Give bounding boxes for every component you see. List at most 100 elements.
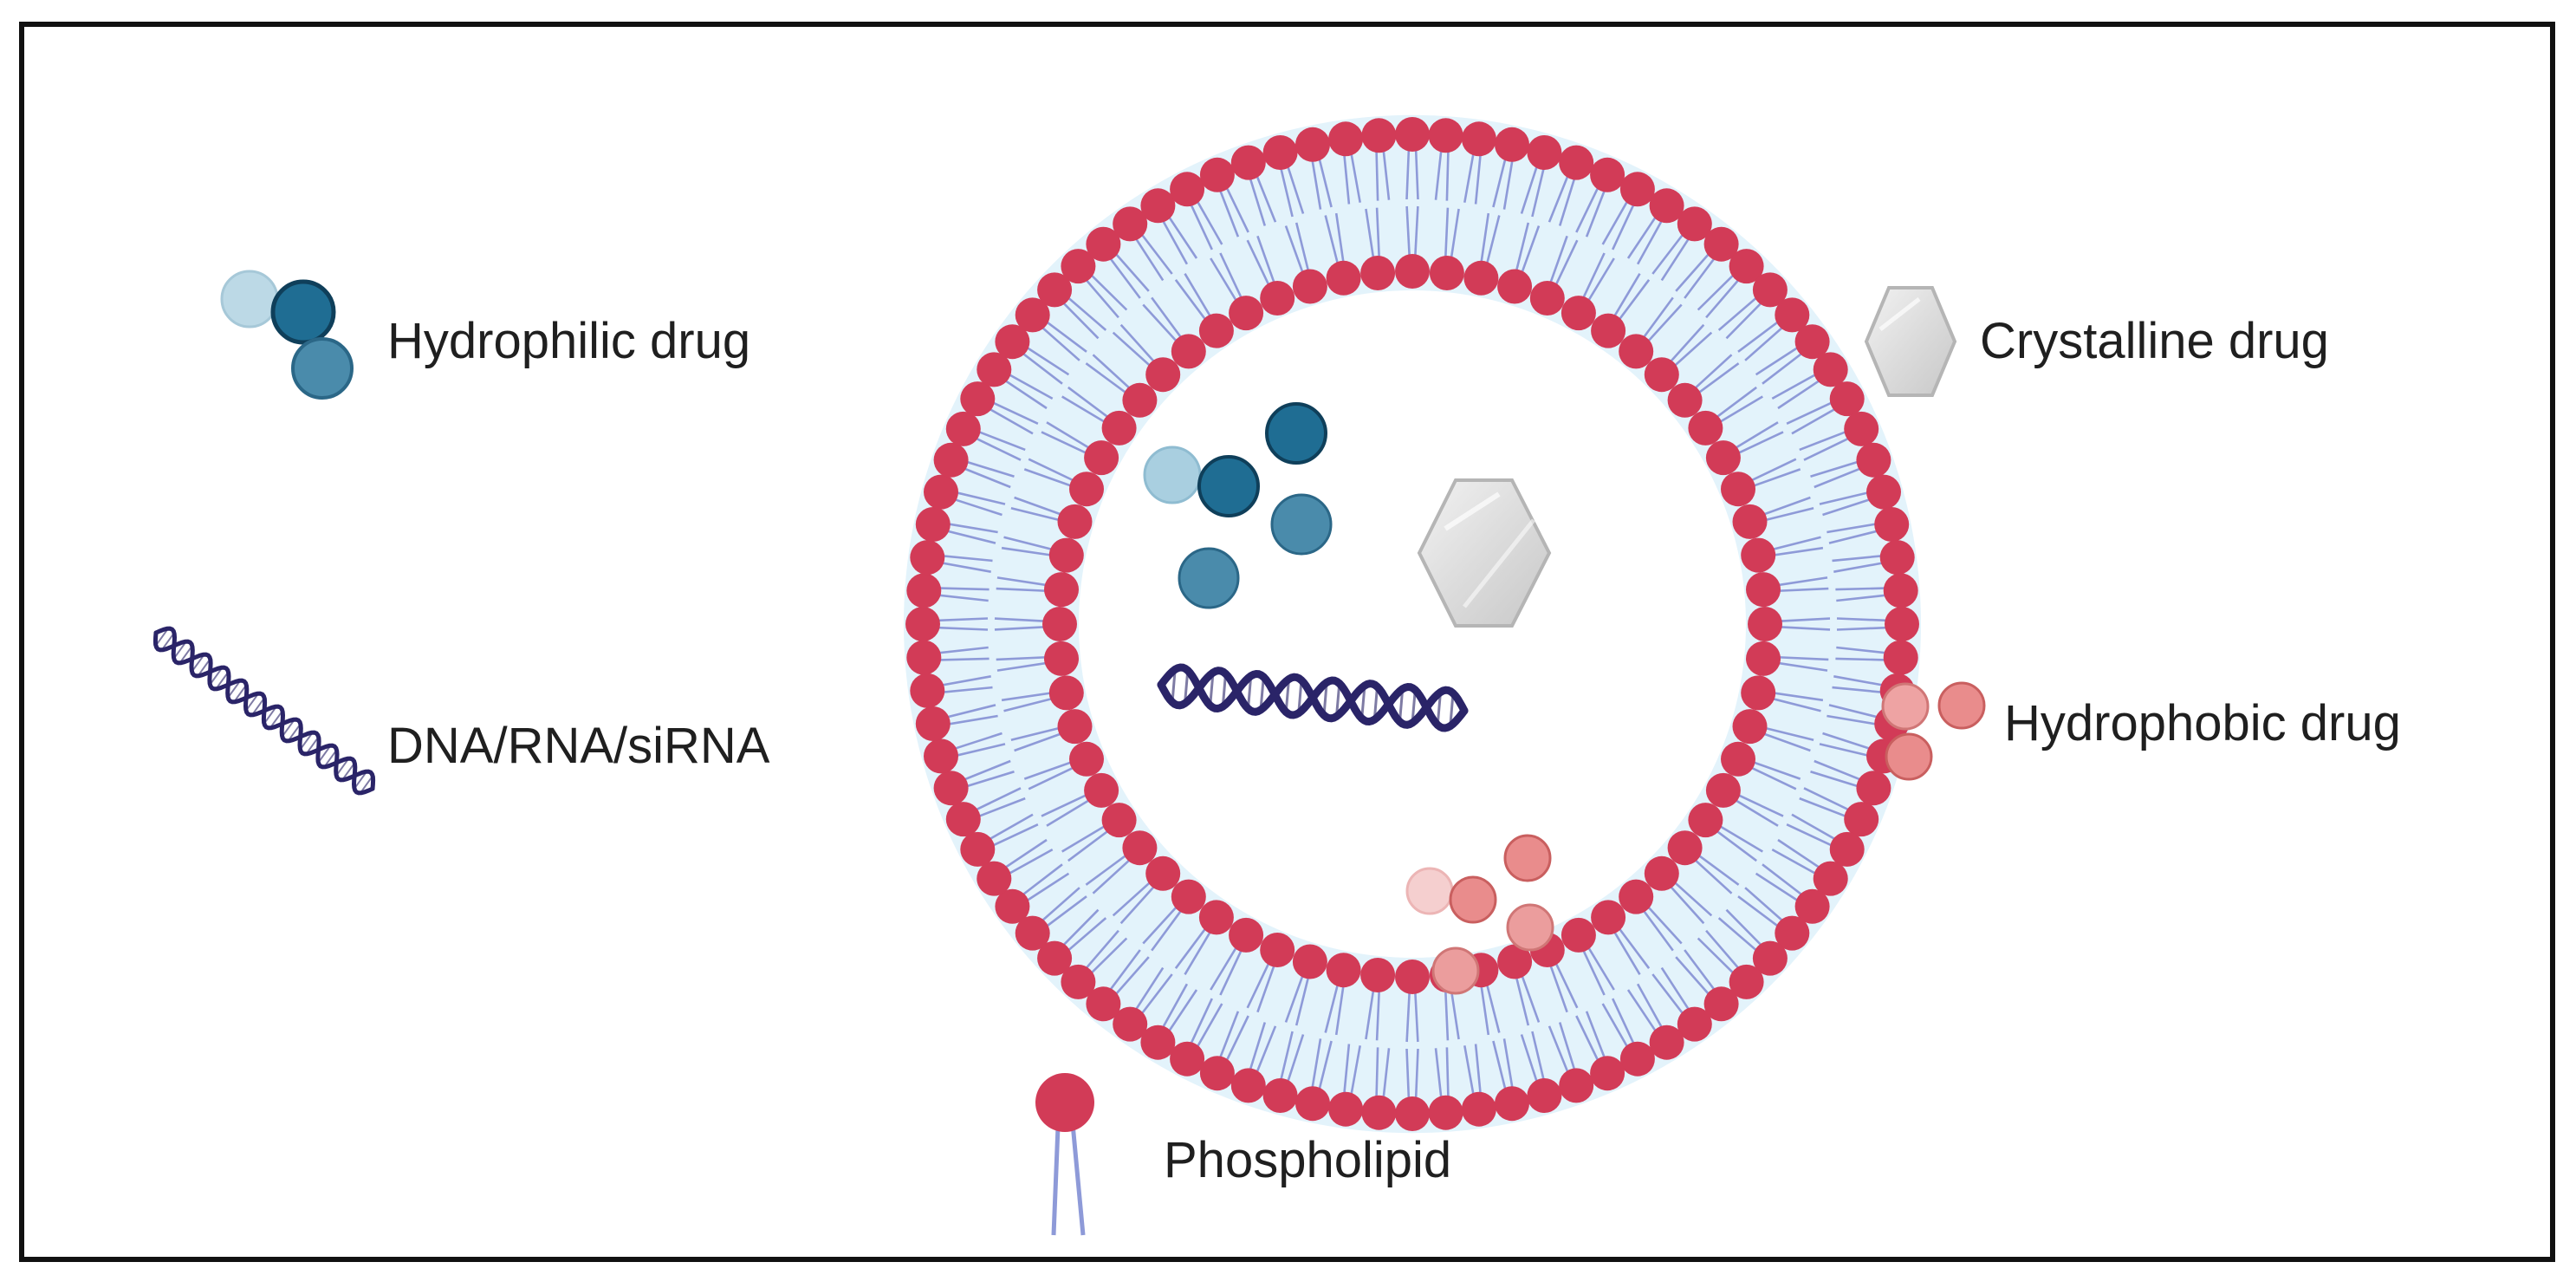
outer-lipid-head [1559,1068,1594,1103]
outer-lipid-head [1619,1041,1655,1077]
outer-lipid-head [1230,1068,1266,1103]
inner-lipid-head [1741,537,1776,573]
inner-lipid-head [1260,933,1295,967]
inner-lipid-head [1721,472,1755,507]
inner-lipid-head [1171,334,1206,369]
outer-lipid-head [906,573,942,608]
inner-lipid-head [1044,572,1079,608]
outer-lipid-head [1794,888,1830,924]
inner-lipid-head [1048,537,1084,573]
helix-base-pair [1184,670,1190,704]
inner-lipid-head [1101,410,1137,446]
crystalline-drug-label: Crystalline drug [1980,313,2329,369]
outer-lipid-head [960,381,996,417]
helix-base-pair [263,706,277,725]
outer-lipid-head [960,831,996,867]
outer-lipid-head [924,474,958,510]
outer-lipid-head [1037,272,1073,308]
outer-lipid-head [1729,249,1764,284]
helix-base-pair [354,771,368,790]
outer-lipid-head [1199,157,1235,192]
hydrophilic-drug-icon [220,270,354,400]
outer-lipid-head [1428,118,1463,153]
outer-lipid-head [945,411,981,446]
outer-lipid-head [1619,172,1655,207]
outer-lipid-head [1295,127,1330,162]
outer-lipid-head [1328,1091,1364,1127]
outer-lipid-head [910,673,945,708]
helix-base-pair [299,732,314,751]
outer-lipid-head [1395,117,1430,152]
outer-lipid-head [1590,157,1625,192]
encapsulated-crystalline-drug [1417,478,1552,628]
outer-lipid-head [1677,1006,1712,1042]
inner-lipid-head [1360,958,1396,992]
inner-lipid-head [1667,830,1703,866]
outer-lipid-head [1590,1056,1625,1091]
outer-lipid-head [1866,474,1901,510]
inner-lipid-head [1748,607,1782,641]
helix-base-pair [197,658,211,677]
outer-lipid-head [1649,1025,1684,1060]
helix-base-pair [323,749,338,768]
outer-lipid-head [1086,986,1121,1022]
outer-lipid-head [1856,442,1891,478]
inner-lipid-head [1042,607,1077,641]
helix-base-pair [1411,689,1417,724]
outer-lipid-head [1295,1086,1330,1122]
helix-base-pair [281,719,295,738]
inner-lipid-head [1395,254,1430,289]
inner-lipid-head [1705,440,1741,476]
helix-base-pair [1360,685,1366,719]
inner-lipid-head [1057,709,1093,745]
inner-lipid-head [1619,879,1654,914]
inner-lipid-head [1069,472,1104,507]
outer-lipid-head [977,352,1012,387]
helix-base-pair [191,654,205,673]
helix-base-pair [1171,669,1177,703]
helix-base-pair [178,645,193,664]
inner-lipid-head [1292,269,1327,304]
hydrophobic-drug-label: Hydrophobic drug [2004,695,2401,751]
inner-lipid-head [1145,357,1181,393]
inner-lipid-head [1229,296,1264,331]
outer-lipid-head [1729,964,1764,999]
outer-lipid-head [1829,831,1865,867]
dna-helix-icon [152,626,376,796]
inner-lipid-head [1069,741,1104,777]
inner-lipid-head [1198,900,1234,935]
hydrophilic-drug-label: Hydrophilic drug [387,313,751,369]
outer-lipid-head [1794,324,1830,360]
helix-base-pair [251,697,265,716]
inner-lipid-head [1619,334,1654,369]
outer-lipid-head [1495,127,1529,162]
outer-lipid-head [915,706,951,741]
inner-lipid-head [1529,281,1565,315]
helix-base-pair [215,671,230,690]
inner-lipid-head [1591,313,1626,348]
membrane-hydrophobic-drug [1405,834,1554,995]
outer-lipid-head [1361,118,1397,153]
outer-lipid-head [1703,986,1739,1022]
outer-lipid-head [1361,1095,1397,1130]
phospholipid-icon [1035,1073,1094,1236]
helix-base-pair [1322,682,1328,716]
inner-lipid-head [1084,772,1119,808]
inner-lipid-head [1171,879,1206,914]
helix-base-pair [1436,692,1442,725]
outer-lipid-head [1813,352,1848,387]
inner-lipid-head [1122,830,1158,866]
inner-lipid-head [1644,357,1679,393]
inner-lipid-head [1429,256,1464,290]
inner-lipid-head [1741,675,1776,711]
outer-lipid-head [995,324,1030,360]
outer-lipid-head [1113,206,1148,242]
helix-base-pair [1449,693,1455,726]
inner-lipid-head [1688,803,1723,838]
outer-lipid-head [933,771,969,806]
inner-lipid-head [1326,953,1361,988]
outer-lipid-head [1649,188,1684,224]
outer-lipid-head [933,442,969,478]
outer-lipid-head [995,888,1030,924]
